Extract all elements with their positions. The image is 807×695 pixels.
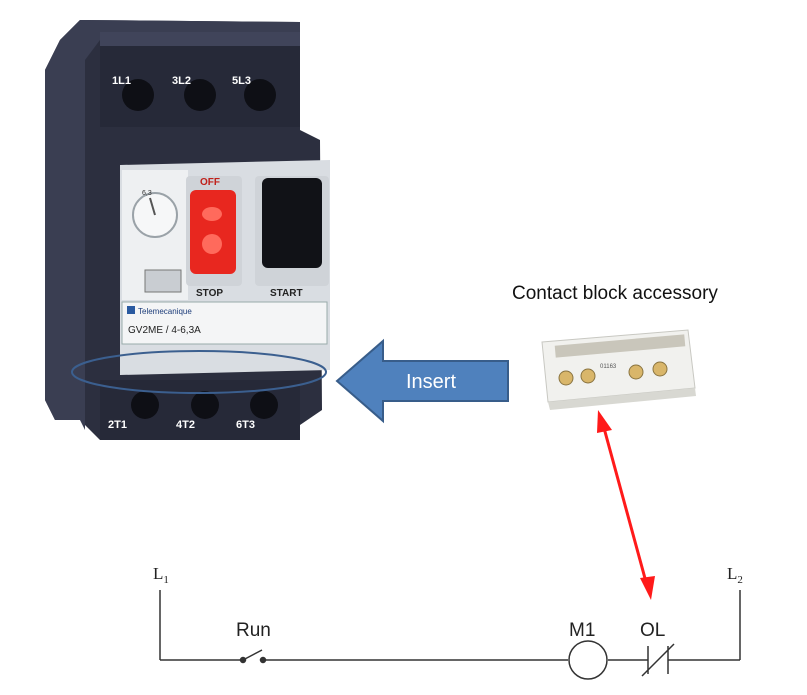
accessory-title: Contact block accessory — [512, 283, 718, 304]
stop-label: STOP — [196, 288, 223, 299]
motor-symbol — [568, 640, 608, 680]
ladder-circuit — [159, 590, 741, 661]
brand-label: Telemecanique — [138, 307, 192, 316]
breaker-terminal-labels-top: 1L1 3L2 5L3 — [112, 75, 251, 87]
terminal-2t1: 2T1 — [108, 419, 127, 431]
terminal-5l3: 5L3 — [232, 75, 251, 87]
overload-contact-symbol — [641, 643, 675, 677]
terminal-4t2: 4T2 — [176, 419, 195, 431]
terminal-1l1: 1L1 — [112, 75, 131, 87]
dial-setting-label: 6,3 — [142, 190, 152, 197]
run-switch-symbol — [239, 649, 267, 664]
run-label: Run — [236, 620, 271, 641]
red-link-arrow — [597, 410, 655, 600]
breaker-terminal-labels-bottom: 2T1 4T2 6T3 — [108, 419, 255, 431]
motor-circuit-breaker — [45, 20, 330, 440]
insert-arrow — [335, 338, 509, 424]
accessory-code: 01163 — [600, 364, 617, 370]
line-l1-label: L1 — [153, 564, 169, 586]
line-l1-subscript: 1 — [163, 574, 169, 586]
line-l2-subscript: 2 — [737, 574, 743, 586]
insertion-slot-highlight — [71, 350, 327, 394]
line-l2-letter: L — [727, 564, 737, 583]
model-label: GV2ME / 4-6,3A — [128, 325, 201, 336]
terminal-3l2: 3L2 — [172, 75, 191, 87]
contact-block-accessory — [541, 329, 696, 410]
off-label: OFF — [200, 177, 220, 188]
motor-label: M1 — [569, 620, 595, 641]
overload-label: OL — [640, 620, 665, 641]
terminal-6t3: 6T3 — [236, 419, 255, 431]
line-l2-label: L2 — [727, 564, 743, 586]
line-l1-letter: L — [153, 564, 163, 583]
insert-arrow-label: Insert — [406, 371, 456, 393]
start-label: START — [270, 288, 303, 299]
